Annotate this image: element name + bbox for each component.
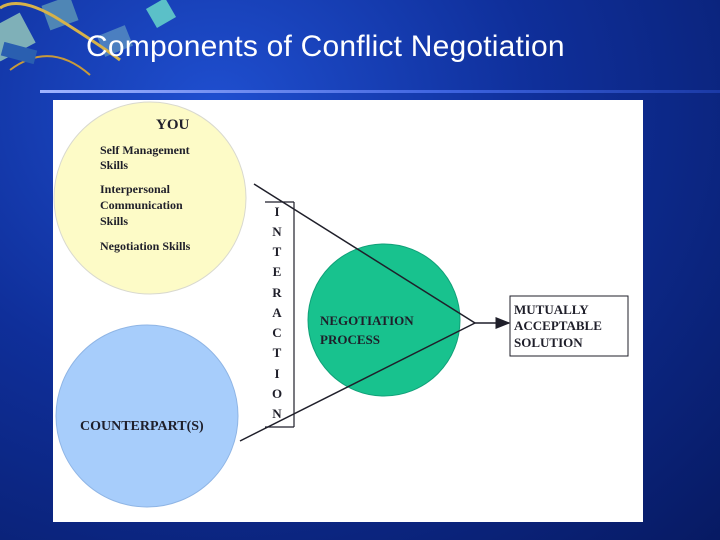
deco-block-cyan bbox=[146, 0, 176, 28]
interaction-letter-5: R bbox=[272, 285, 282, 300]
interaction-letter-2: N bbox=[272, 224, 282, 239]
interaction-letter-4: E bbox=[273, 264, 282, 279]
solution-line-1: MUTUALLY bbox=[514, 302, 589, 317]
counterpart-circle bbox=[56, 325, 238, 507]
you-heading: YOU bbox=[156, 117, 190, 133]
process-label-line-2: PROCESS bbox=[320, 332, 380, 347]
counterpart-label: COUNTERPART(S) bbox=[80, 419, 204, 434]
interaction-letter-7: C bbox=[272, 325, 281, 340]
solution-line-2: ACCEPTABLE bbox=[514, 318, 602, 333]
process-label-line-1: NEGOTIATION bbox=[320, 313, 414, 328]
slide-title: Components of Conflict Negotiation bbox=[86, 30, 565, 64]
you-item-4: Communication bbox=[100, 198, 183, 212]
interaction-letter-10: O bbox=[272, 386, 282, 401]
interaction-letter-9: I bbox=[274, 366, 279, 381]
conflict-negotiation-diagram: YOU Self Management Skills Interpersonal… bbox=[53, 100, 643, 522]
you-item-1: Self Management bbox=[100, 143, 190, 157]
interaction-letter-1: I bbox=[274, 204, 279, 219]
diagram-panel: YOU Self Management Skills Interpersonal… bbox=[53, 100, 643, 522]
interaction-letter-6: A bbox=[272, 305, 282, 320]
you-item-5: Skills bbox=[100, 214, 128, 228]
interaction-letter-11: N bbox=[272, 406, 282, 421]
solution-line-3: SOLUTION bbox=[514, 335, 583, 350]
interaction-letter-3: T bbox=[273, 244, 282, 259]
you-item-6: Negotiation Skills bbox=[100, 239, 191, 253]
interaction-letter-8: T bbox=[273, 345, 282, 360]
title-underline bbox=[40, 90, 720, 93]
deco-block-blue bbox=[41, 0, 78, 30]
you-item-3: Interpersonal bbox=[100, 182, 171, 196]
you-item-2: Skills bbox=[100, 158, 128, 172]
interaction-label: I N T E R A C T I O N bbox=[272, 204, 282, 421]
